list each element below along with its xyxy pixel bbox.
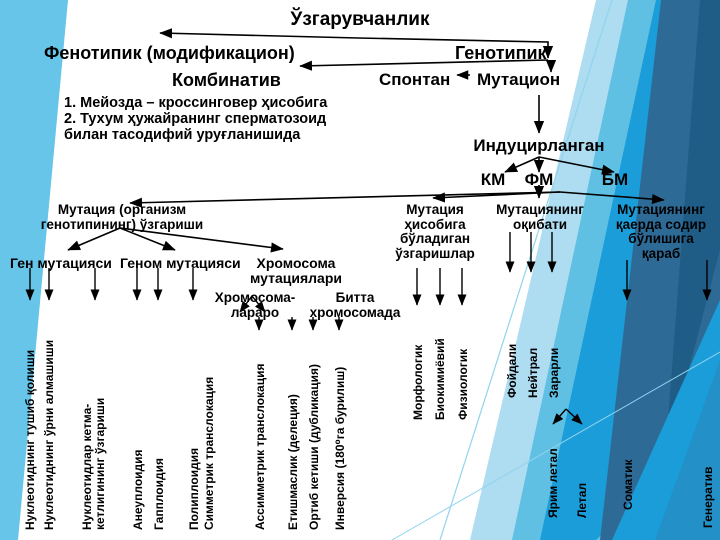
leaf-deletion: Етишмаслик (делеция) — [286, 394, 300, 530]
node-induced-km: КМ — [480, 170, 506, 189]
type-chromosome-mutation: Хромосома мутациялари — [250, 255, 342, 287]
branch-consequence: Мутациянинг оқибати — [496, 202, 584, 232]
guide-line-2 — [391, 351, 720, 540]
leaf-lethal: Летал — [575, 482, 589, 518]
node-phenotypic: Фенотипик (модификацион) — [44, 43, 295, 63]
type-interchromosomal: Хромосома- лараро — [214, 290, 296, 320]
leaf-inversion: Инверсия (180⁰га бурилиш) — [333, 366, 347, 530]
leaf-nucleotide-substitution: Нуклеотиднинг ўрни алмашиши — [42, 339, 56, 530]
leaf-neutral: Нейтрал — [526, 347, 540, 398]
leaf-somatic: Соматик — [621, 459, 635, 511]
node-induced: Индуцирланган — [473, 136, 605, 155]
leaf-nucleotide-deletion: Нуклеотиднинг тушиб қолиши — [23, 349, 37, 530]
leaf-semilethal: Ярим летал — [546, 448, 560, 518]
node-induced-bm: БМ — [601, 170, 629, 189]
branch-location: Мутациянинг қаерда содир бўлишига қараб — [615, 202, 707, 261]
guide-line-1 — [439, 0, 613, 540]
bottom-right-accent — [655, 360, 720, 540]
combinative-note-1: 1. Мейозда – кроссинговер ҳисобига — [64, 95, 328, 111]
leaf-asymmetric-translocation: Ассимметрик транслокация — [253, 363, 267, 530]
leaf-polyploidy: Полиплоидия — [187, 447, 201, 530]
node-induced-fm: ФМ — [524, 170, 554, 189]
combinative-note-3: билан тасодифий уруғланишида — [64, 127, 301, 143]
leaf-generative: Генератив — [701, 466, 715, 528]
leaf-physiological: Физиологик — [456, 348, 470, 420]
type-gene-mutation: Ген мутацияси — [10, 255, 112, 271]
leaf-symmetric-translocation: Симметрик транслокация — [202, 376, 216, 530]
leaf-harmful: Зарарли — [547, 347, 561, 398]
branch-changes-caused: Мутация ҳисобига бўладиган ўзгаришлар — [395, 202, 475, 261]
type-genome-mutation: Геном мутацияси — [120, 255, 241, 271]
leaf-nucleotide-sequence-change: Нуклеотидлар кетма- кетлигининг ўзгариши — [80, 397, 108, 530]
leaf-morphological: Морфологик — [411, 344, 425, 420]
type-intrachromosomal: Битта хромосомада — [309, 290, 401, 320]
combinative-note-2: 2. Тухум ҳужайранинг сперматозоид — [64, 111, 327, 127]
leaf-aneuploidy: Анеуплоидия — [131, 449, 145, 530]
node-genotypic: Генотипик — [455, 43, 547, 63]
node-spontaneous: Спонтан — [379, 70, 451, 89]
leaf-beneficial: Фойдали — [505, 343, 519, 398]
leaf-duplication: Ортиб кетиши (дубликация) — [307, 364, 321, 530]
node-mutational: Мутацион — [477, 70, 561, 89]
slide-title: Ўзгарувчанлик — [290, 9, 430, 30]
leaf-biochemical: Биокимиёвий — [433, 338, 447, 420]
node-combinative: Комбинатив — [172, 70, 281, 90]
left-blue-wedge — [0, 0, 68, 540]
right-deepblue-panel — [665, 0, 720, 460]
leaf-haploidy: Гапплоидия — [152, 458, 166, 530]
branch-mutation-definition: Мутация (организм генотипининг) ўзгариши — [40, 202, 204, 232]
